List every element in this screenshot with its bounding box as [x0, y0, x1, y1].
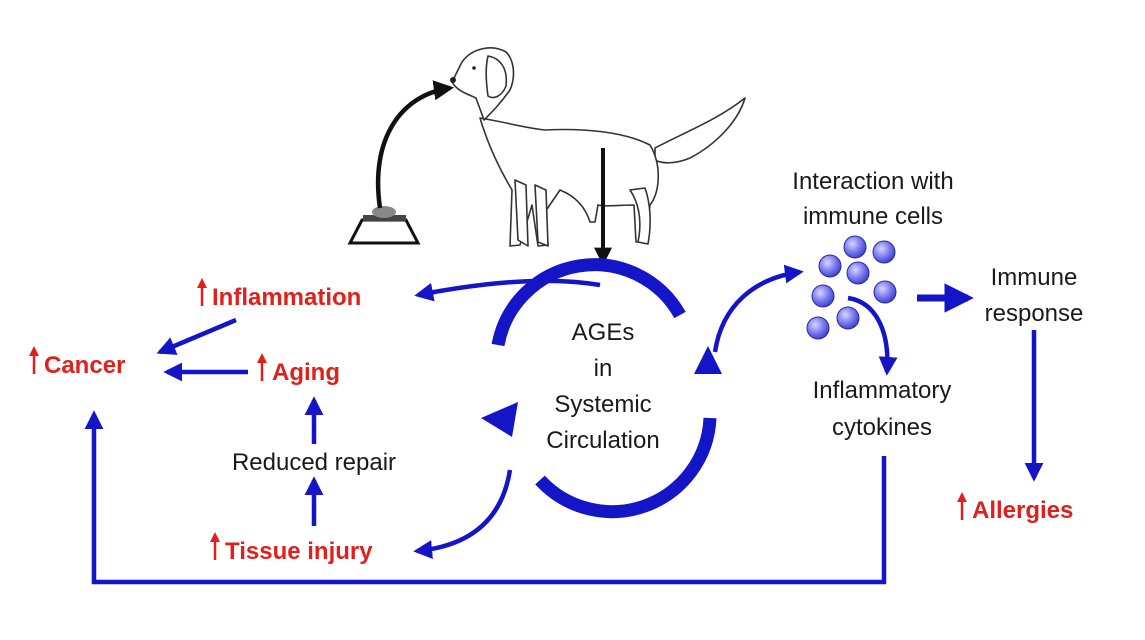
immune-response-label-line1: Immune — [991, 264, 1078, 291]
loop-to-immune-cells-arrow — [712, 264, 804, 353]
loop-to-tissue-injury-arrow — [413, 469, 513, 559]
bowl-to-dog-arrow — [375, 80, 455, 209]
inflammation-label: Inflammation — [212, 284, 361, 311]
food-bowl-icon — [347, 206, 421, 245]
immune-cell-icon — [811, 284, 835, 308]
immune-cell-icon — [806, 316, 830, 340]
immune-cell-icon — [843, 235, 867, 259]
red-up-arrow-icon — [257, 353, 267, 381]
circulation-loop — [481, 258, 722, 519]
cells-to-cytokines-arrow — [847, 295, 898, 376]
immune-cell-icon — [872, 240, 896, 264]
immune-cell-icon — [846, 261, 870, 285]
inflammation-to-cancer-arrow — [156, 317, 237, 355]
ages-label-line1: AGEs — [572, 319, 635, 346]
ages-label-line4: Circulation — [546, 427, 659, 454]
red-up-arrow-icon — [210, 532, 220, 560]
immune-response-label-line2: response — [985, 300, 1084, 327]
loop-to-inflammation-arrow — [414, 278, 601, 302]
ages-label-line2: in — [594, 355, 613, 382]
aging-label: Aging — [272, 359, 340, 386]
red-up-arrow-icon — [957, 492, 967, 520]
immune-cell-icon — [873, 280, 897, 304]
immune-cell-icon — [818, 254, 842, 278]
allergies-label: Allergies — [972, 497, 1073, 524]
ages-label-line3: Systemic — [554, 391, 651, 418]
red-up-arrow-icon — [197, 278, 207, 306]
tissue-injury-label: Tissue injury — [225, 538, 373, 565]
immune-cell-cluster — [806, 235, 897, 340]
cancer-label: Cancer — [44, 352, 125, 379]
cytokines-label-line1: Inflammatory — [813, 377, 952, 404]
dog-illustration — [450, 47, 746, 247]
interaction-label-line1: Interaction with — [792, 168, 953, 195]
interaction-label-line2: immune cells — [803, 203, 943, 230]
cytokines-to-cancer-arrow — [84, 410, 887, 585]
red-up-arrow-icon — [29, 346, 39, 374]
reduced-repair-label: Reduced repair — [232, 449, 396, 476]
immune-cell-icon — [836, 306, 860, 330]
cytokines-label-line2: cytokines — [832, 414, 932, 441]
